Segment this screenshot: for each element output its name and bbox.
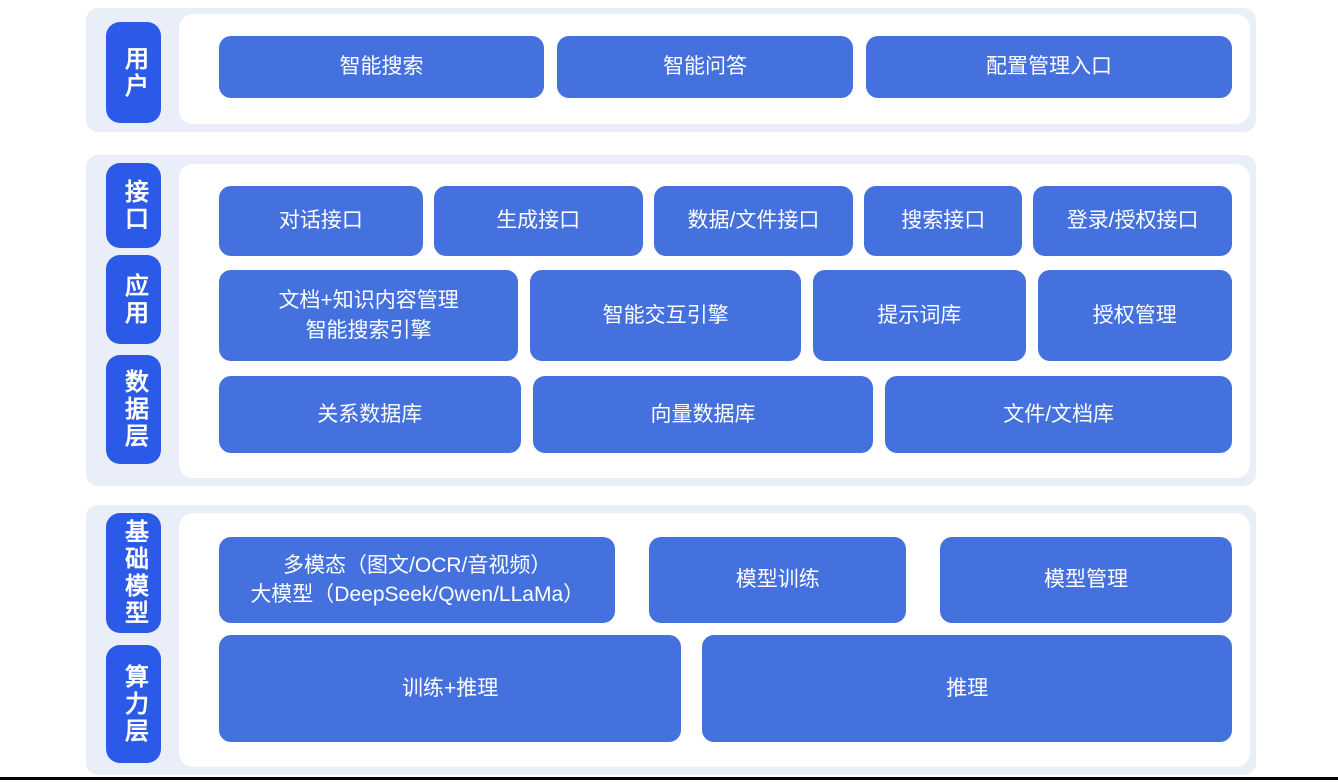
node-prompt-library-label: 提示词库 xyxy=(877,303,962,327)
section-middle-layers: 接口 应用 数据层 对话接口 生成接口 数据/文件接口 搜索接口 xyxy=(86,155,1256,486)
node-smart-search-label: 智能搜索 xyxy=(339,55,424,79)
layer-tab-user-label: 用户 xyxy=(120,45,148,100)
node-smart-qa-label: 智能问答 xyxy=(663,55,747,79)
node-relational-db-label: 关系数据库 xyxy=(317,402,423,426)
node-vector-db-label: 向量数据库 xyxy=(650,402,756,426)
layer-tab-compute-label: 算力层 xyxy=(120,663,148,745)
layer-tab-application-label: 应用 xyxy=(120,272,148,327)
node-authorization-management-label: 授权管理 xyxy=(1092,303,1177,327)
node-login-auth-api: 登录/授权接口 xyxy=(1033,186,1233,256)
layer-tab-application: 应用 xyxy=(106,255,161,344)
node-authorization-management: 授权管理 xyxy=(1037,270,1232,361)
node-smart-search: 智能搜索 xyxy=(219,36,544,98)
node-file-doc-store: 文件/文档库 xyxy=(885,376,1232,453)
node-model-management: 模型管理 xyxy=(939,537,1232,623)
api-layer-row: 对话接口 生成接口 数据/文件接口 搜索接口 登录/授权接口 xyxy=(219,186,1233,256)
node-interactive-engine: 智能交互引擎 xyxy=(530,270,802,361)
node-multimodal-llm-line1: 多模态（图文/OCR/音视频） xyxy=(283,553,552,577)
node-search-api: 搜索接口 xyxy=(864,186,1023,256)
node-prompt-library: 提示词库 xyxy=(813,270,1026,361)
node-dialog-api: 对话接口 xyxy=(219,186,423,256)
bottom-layers-panel: 多模态（图文/OCR/音视频） 大模型（DeepSeek/Qwen/LLaMa）… xyxy=(179,513,1250,767)
node-login-auth-api-label: 登录/授权接口 xyxy=(1066,209,1199,233)
section-user-layer: 用户 智能搜索 智能问答 配置管理入口 xyxy=(86,8,1256,132)
node-model-training: 模型训练 xyxy=(649,537,906,623)
node-multimodal-llm-line2: 大模型（DeepSeek/Qwen/LLaMa） xyxy=(250,583,585,606)
node-interactive-engine-label: 智能交互引擎 xyxy=(602,303,729,327)
compute-layer-row: 训练+推理 推理 xyxy=(219,635,1232,742)
node-config-management-entry-label: 配置管理入口 xyxy=(986,55,1112,79)
node-training-plus-inference-label: 训练+推理 xyxy=(402,676,499,700)
bottom-window-edge xyxy=(0,777,1338,780)
foundation-model-row: 多模态（图文/OCR/音视频） 大模型（DeepSeek/Qwen/LLaMa）… xyxy=(219,537,1232,623)
layer-tab-foundation-model: 基础模型 xyxy=(106,513,161,633)
node-doc-knowledge-search-engine: 文档+知识内容管理 智能搜索引擎 xyxy=(219,270,519,361)
node-model-training-label: 模型训练 xyxy=(735,568,820,592)
middle-layers-panel: 对话接口 生成接口 数据/文件接口 搜索接口 登录/授权接口 文档+知识内容管理 xyxy=(179,164,1250,478)
user-layer-panel: 智能搜索 智能问答 配置管理入口 xyxy=(179,14,1250,124)
application-layer-row: 文档+知识内容管理 智能搜索引擎 智能交互引擎 提示词库 授权管理 xyxy=(219,270,1232,361)
node-multimodal-llm: 多模态（图文/OCR/音视频） 大模型（DeepSeek/Qwen/LLaMa） xyxy=(219,537,616,623)
node-data-file-api-label: 数据/文件接口 xyxy=(687,209,820,233)
data-layer-row: 关系数据库 向量数据库 文件/文档库 xyxy=(219,376,1232,453)
node-generation-api-label: 生成接口 xyxy=(496,209,581,233)
user-layer-row: 智能搜索 智能问答 配置管理入口 xyxy=(219,36,1232,98)
layer-tab-api: 接口 xyxy=(106,163,161,248)
node-inference-label: 推理 xyxy=(946,676,989,700)
node-inference: 推理 xyxy=(702,635,1232,742)
section-bottom-layers: 基础模型 算力层 多模态（图文/OCR/音视频） 大模型（DeepSeek/Qw… xyxy=(86,505,1256,775)
node-generation-api: 生成接口 xyxy=(433,186,643,256)
node-doc-knowledge-line2: 智能搜索引擎 xyxy=(305,318,432,342)
node-vector-db: 向量数据库 xyxy=(532,376,874,453)
layer-tab-api-label: 接口 xyxy=(120,178,148,233)
layer-tab-user: 用户 xyxy=(106,22,161,123)
node-doc-knowledge-line1: 文档+知识内容管理 xyxy=(278,289,459,313)
layer-tab-data: 数据层 xyxy=(106,355,161,464)
layer-tab-compute: 算力层 xyxy=(106,645,161,763)
node-model-management-label: 模型管理 xyxy=(1043,568,1128,592)
node-search-api-label: 搜索接口 xyxy=(901,209,986,233)
node-file-doc-store-label: 文件/文档库 xyxy=(1003,402,1115,426)
node-config-management-entry: 配置管理入口 xyxy=(866,36,1232,98)
node-training-plus-inference: 训练+推理 xyxy=(219,635,682,742)
layer-tab-foundation-model-label: 基础模型 xyxy=(120,519,148,627)
node-relational-db: 关系数据库 xyxy=(219,376,521,453)
node-dialog-api-label: 对话接口 xyxy=(278,209,363,233)
node-smart-qa: 智能问答 xyxy=(557,36,853,98)
node-data-file-api: 数据/文件接口 xyxy=(653,186,854,256)
layer-tab-data-label: 数据层 xyxy=(120,369,148,450)
